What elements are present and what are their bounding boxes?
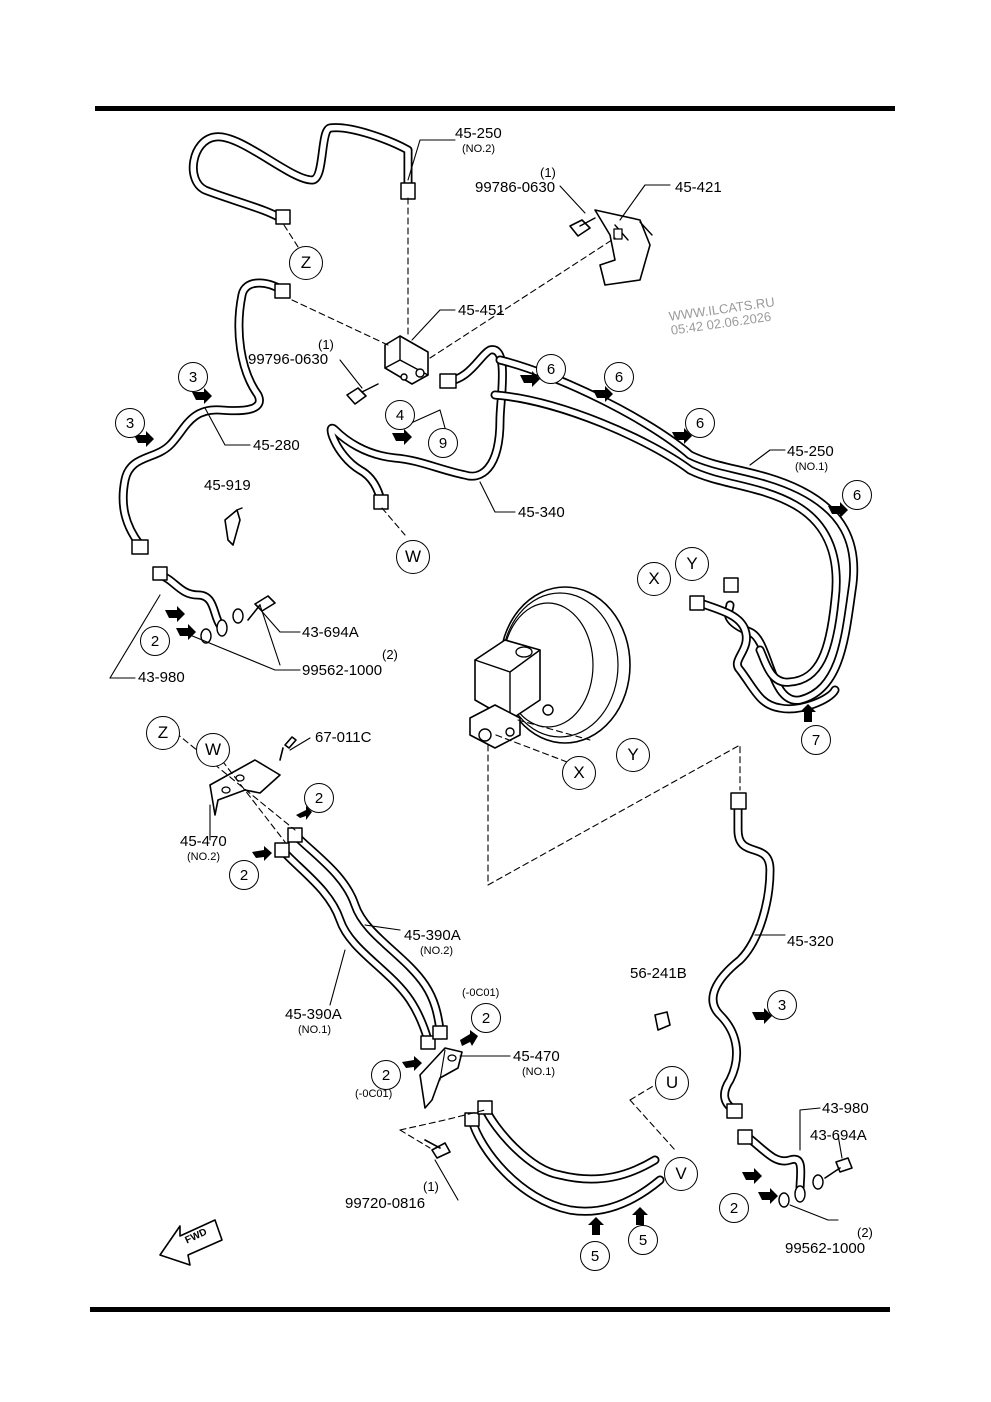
bolt-99786-0630	[569, 217, 596, 237]
ref-4: 4	[385, 400, 415, 430]
part-45-390a-no1-sub: (NO.1)	[298, 1024, 331, 1036]
grommet-56-241b	[654, 1011, 671, 1031]
ref-2-b: 2	[304, 783, 334, 813]
part-45-470-no2: 45-470	[180, 833, 227, 850]
bottom-rule	[90, 1307, 890, 1312]
pipe-45-340	[326, 345, 507, 510]
ref-6-d: 6	[842, 480, 872, 510]
ref-w-bottom: W	[196, 733, 230, 767]
part-45-470-no2-sub: (NO.2)	[187, 851, 220, 863]
direction-arrows	[134, 371, 848, 1235]
valve-45-451	[384, 335, 429, 385]
part-45-250-no2-sub: (NO.2)	[462, 143, 495, 155]
pipe-45-280	[118, 278, 291, 555]
part-45-421: 45-421	[675, 179, 722, 196]
part-99562-left-qty: (2)	[382, 647, 398, 662]
part-45-470-no1-sub: (NO.1)	[522, 1066, 555, 1078]
part-67-011c: 67-011C	[315, 729, 372, 746]
ref-2-c: 2	[229, 860, 259, 890]
hose-43-980-left	[152, 566, 276, 644]
part-99786-0630: 99786-0630	[475, 179, 556, 196]
part-99796-qty: (1)	[318, 337, 334, 352]
clip-45-919	[224, 507, 243, 546]
fwd-arrow-icon	[159, 1219, 223, 1266]
part-99562-right-qty: (2)	[857, 1225, 873, 1240]
ref-3-b: 3	[115, 408, 145, 438]
part-99562-1000-left: 99562-1000	[302, 662, 383, 679]
pipe-45-320	[708, 792, 775, 1119]
dashed-connectors	[159, 197, 741, 1151]
ref-7: 7	[801, 725, 831, 755]
ref-3-a: 3	[178, 362, 208, 392]
part-0c01-b: (-0C01)	[355, 1088, 393, 1100]
ref-9: 9	[428, 428, 458, 458]
part-56-241b: 56-241B	[630, 965, 687, 982]
ref-2-d: 2	[471, 1003, 501, 1033]
ref-6-c: 6	[685, 408, 715, 438]
part-99786-qty: (1)	[540, 165, 556, 180]
ref-2-a: 2	[140, 626, 170, 656]
part-45-390a-no1: 45-390A	[285, 1006, 342, 1023]
brake-booster	[469, 586, 631, 749]
part-45-250-no1: 45-250	[787, 443, 834, 460]
part-99720-qty: (1)	[423, 1179, 439, 1194]
part-99562-1000-right: 99562-1000	[785, 1240, 866, 1257]
pipe-45-250-no2	[188, 123, 416, 225]
ref-2-f: 2	[719, 1193, 749, 1223]
part-45-320: 45-320	[787, 933, 834, 950]
ref-v: V	[664, 1157, 698, 1191]
part-43-980-right: 43-980	[822, 1100, 869, 1117]
ref-y-right: Y	[675, 547, 709, 581]
part-0c01-a: (-0C01)	[462, 987, 500, 999]
ref-6-a: 6	[536, 354, 566, 384]
part-45-390a-no2: 45-390A	[404, 927, 461, 944]
ref-6-b: 6	[604, 362, 634, 392]
pipe-45-250-no1	[490, 355, 859, 714]
ref-y-booster: Y	[616, 738, 650, 772]
part-45-390a-no2-sub: (NO.2)	[420, 945, 453, 957]
ref-x-right: X	[637, 562, 671, 596]
part-45-919: 45-919	[204, 477, 251, 494]
ref-u: U	[655, 1066, 689, 1100]
ref-2-e: 2	[371, 1060, 401, 1090]
ref-3-c: 3	[767, 990, 797, 1020]
ref-5-b: 5	[628, 1225, 658, 1255]
pipes-lower-uv	[464, 1100, 665, 1216]
part-43-694a-right: 43-694A	[810, 1127, 867, 1144]
ref-z-top: Z	[289, 246, 323, 280]
ref-w-top: W	[396, 540, 430, 574]
bracket-45-470-no2	[209, 736, 297, 816]
part-43-694a-left: 43-694A	[302, 624, 359, 641]
part-99796-0630: 99796-0630	[248, 351, 329, 368]
bracket-45-470-no1	[419, 1047, 463, 1159]
top-rule	[95, 106, 895, 111]
part-45-250-no2: 45-250	[455, 125, 502, 142]
part-45-451: 45-451	[458, 302, 505, 319]
pipes-45-390a	[274, 827, 448, 1050]
part-45-470-no1: 45-470	[513, 1048, 560, 1065]
bolt-99796-0630	[346, 383, 379, 405]
part-45-250-no1-sub: (NO.1)	[795, 461, 828, 473]
leader-lines	[109, 139, 843, 1221]
bracket-45-421	[594, 209, 653, 286]
part-99720-0816: 99720-0816	[345, 1195, 426, 1212]
part-45-340: 45-340	[518, 504, 565, 521]
ref-z-bottom: Z	[146, 716, 180, 750]
part-43-980-left: 43-980	[138, 669, 185, 686]
ref-x-booster: X	[562, 756, 596, 790]
part-45-280: 45-280	[253, 437, 300, 454]
hose-43-980-right	[737, 1129, 853, 1208]
ref-5-a: 5	[580, 1241, 610, 1271]
